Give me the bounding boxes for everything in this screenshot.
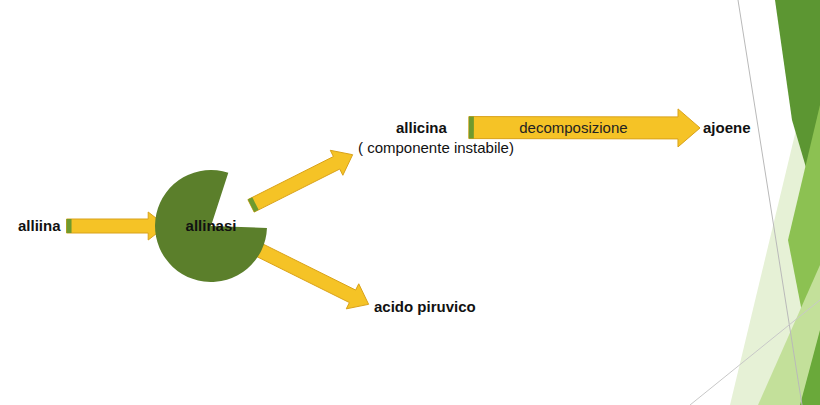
block-arrow: [248, 150, 353, 212]
deco-line: [738, 0, 802, 405]
node-text: acido piruvico: [374, 297, 476, 317]
arrow-body: [248, 150, 353, 212]
enzyme-body: [155, 170, 267, 282]
block-arrow: [248, 240, 369, 309]
compound-node: ajoene: [703, 118, 751, 138]
arrow-tab: [67, 219, 72, 233]
deco-triangle: [800, 330, 820, 405]
arrow-tab: [248, 197, 259, 212]
arrow-tab: [469, 117, 474, 139]
arrow-body: [248, 240, 369, 309]
node-text: ajoene: [703, 118, 751, 138]
node-text: allinasi: [186, 216, 237, 236]
block-arrow: [67, 212, 167, 240]
deco-triangle: [758, 265, 820, 405]
arrow-body: [67, 212, 167, 240]
compound-node: acido piruvico: [374, 297, 476, 317]
edge-label: decomposizione: [519, 119, 627, 137]
enzyme-label-box: allinasi: [155, 170, 267, 282]
enzyme-shape: allinasi: [155, 170, 267, 282]
node-text: alliina: [18, 216, 61, 236]
node-text: ( componente instabile): [358, 138, 514, 158]
deco-line: [690, 300, 820, 405]
compound-node: alliina: [18, 216, 61, 236]
compound-node: allicina( componente instabile): [358, 118, 514, 158]
node-text: allicina: [396, 118, 514, 138]
